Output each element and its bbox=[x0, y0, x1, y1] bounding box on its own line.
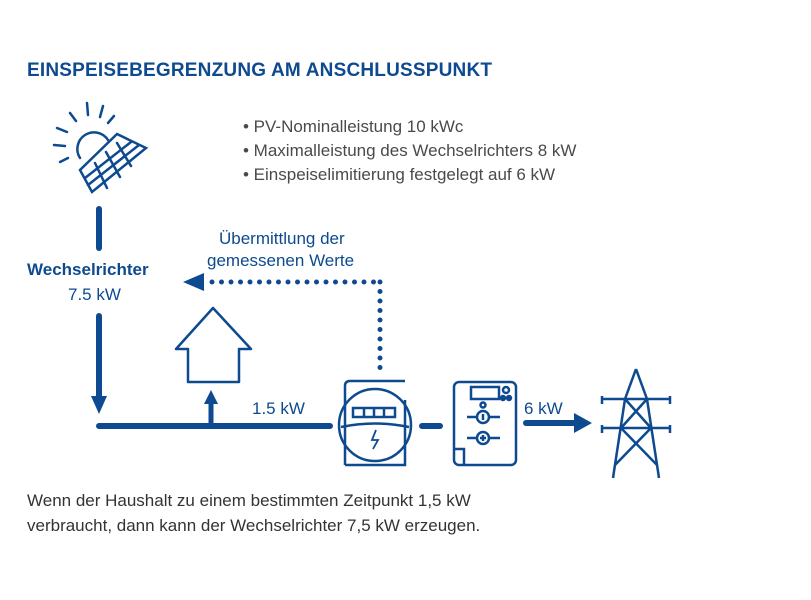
footer-line-1: Wenn der Haushalt zu einem bestimmten Ze… bbox=[27, 491, 471, 510]
grid-power-label: 6 kW bbox=[524, 399, 563, 418]
arrow-head-right bbox=[574, 413, 592, 433]
inverter-power: 7.5 kW bbox=[68, 285, 121, 304]
arrow-head-up bbox=[204, 390, 218, 404]
solar-panel-icon bbox=[52, 101, 149, 194]
bullet-feed-limit: • Einspeiselimitierung festgelegt auf 6 … bbox=[243, 165, 556, 184]
house-power-label: 1.5 kW bbox=[252, 399, 305, 418]
power-tower-icon bbox=[600, 368, 672, 479]
transmission-label-1: Übermittlung der bbox=[219, 229, 345, 248]
house-icon bbox=[174, 306, 253, 384]
arrow-head-down bbox=[91, 396, 107, 414]
page-title: EINSPEISEBEGRENZUNG AM ANSCHLUSSPUNKT bbox=[27, 60, 493, 81]
footer-line-2: verbraucht, dann kann der Wechselrichter… bbox=[27, 516, 481, 535]
bullet-pv-power: • PV-Nominalleistung 10 kWc bbox=[243, 117, 464, 136]
bullet-inverter-max: • Maximalleistung des Wechselrichters 8 … bbox=[243, 141, 577, 160]
transmission-label-2: gemessenen Werte bbox=[207, 251, 355, 270]
controller-icon bbox=[452, 380, 518, 467]
arrow-head-left bbox=[183, 273, 204, 291]
inverter-label: Wechselrichter bbox=[27, 260, 149, 279]
electricity-meter-icon bbox=[337, 379, 413, 467]
